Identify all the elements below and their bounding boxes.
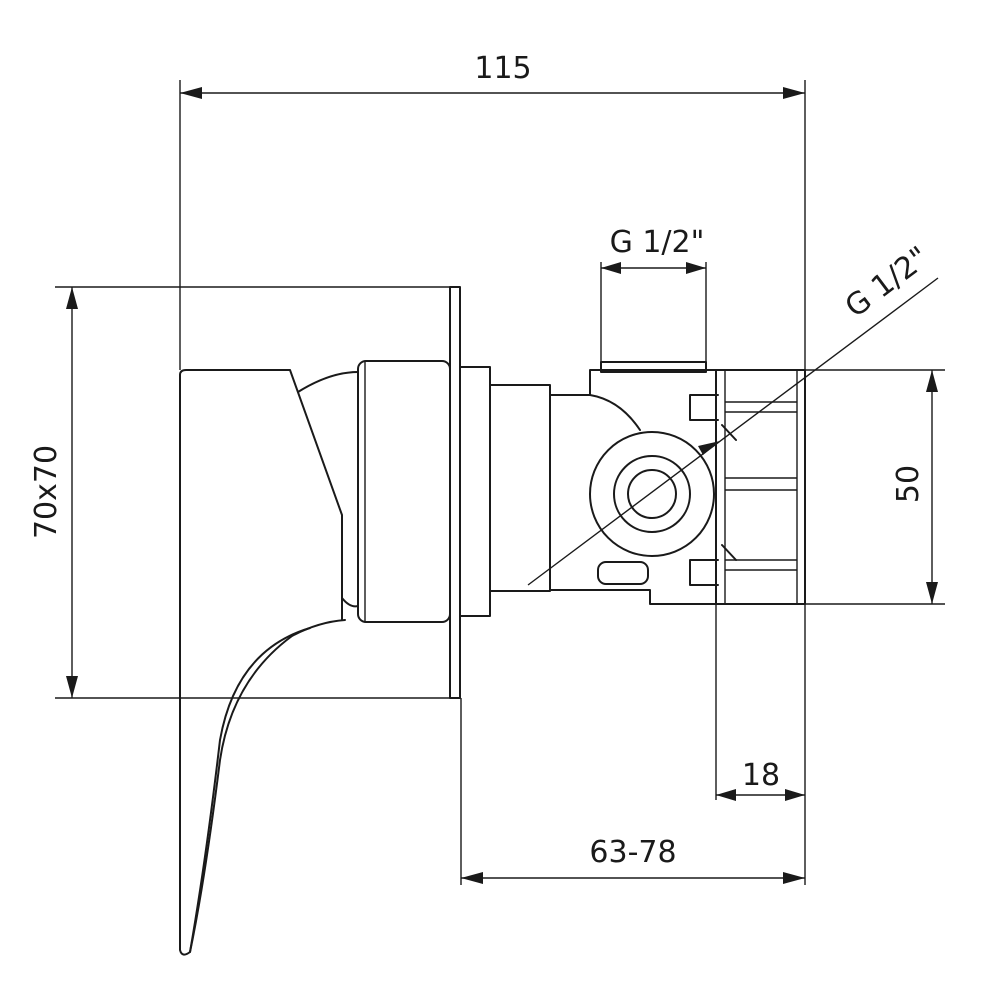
handle-neck-bottom [341,597,359,608]
inlet-outer [589,431,715,557]
arrow-bottom [66,676,78,698]
bottom-tab [597,561,649,585]
body-outline [549,369,717,605]
overall-length-label: 115 [474,51,531,86]
dimension-thread-top: G 1/2" [600,225,707,365]
body-curve-top [589,394,641,431]
body-height-label: 50 [891,465,926,503]
install-depth-label: 63-78 [589,835,676,870]
wall-plate [449,286,461,699]
arrow-left [601,262,621,274]
arrow-right [686,262,706,274]
clip-top [689,394,719,421]
arrow-right [783,87,805,99]
leader-arrow [698,441,720,455]
inlet-mid [613,455,691,533]
leader-line [527,277,939,586]
dimension-install-depth: 63-78 [460,698,805,885]
sleeve-body [357,360,451,623]
dimension-overall-length: 115 [179,51,806,370]
thread-side-label: G 1/2" [839,240,936,325]
box-outline [715,369,806,605]
arrow-left [461,872,483,884]
mounting-box [689,369,806,605]
thread-top-label: G 1/2" [610,225,705,260]
dimension-plate-size: 70x70 [29,286,455,699]
handle-neck-top [297,371,359,393]
arrow-right [785,789,805,801]
plate-outline [449,286,461,699]
handle-lever-outline [179,374,346,956]
clip-teeth [721,424,737,561]
top-inlet [600,361,707,373]
arrow-left [716,789,736,801]
mixer-lever-handle [179,369,359,956]
arrow-top [926,370,938,392]
side-inlet [589,431,715,557]
cartridge-sleeve [357,360,451,623]
handle-upper-body [179,369,343,621]
handle-lever-inner [189,627,311,953]
arrow-top [66,287,78,309]
arrow-right [783,872,805,884]
box-depth-label: 18 [742,758,780,793]
arrow-bottom [926,582,938,604]
dimension-box-depth: 18 [715,604,806,885]
valve-body [549,361,717,605]
collar-outer [459,366,491,617]
clip-bottom [689,559,719,586]
collar-stem [489,384,551,592]
inlet-inner [627,469,677,519]
arrow-left [180,87,202,99]
dimension-body-height: 50 [805,369,945,605]
plate-size-label: 70x70 [29,445,64,539]
